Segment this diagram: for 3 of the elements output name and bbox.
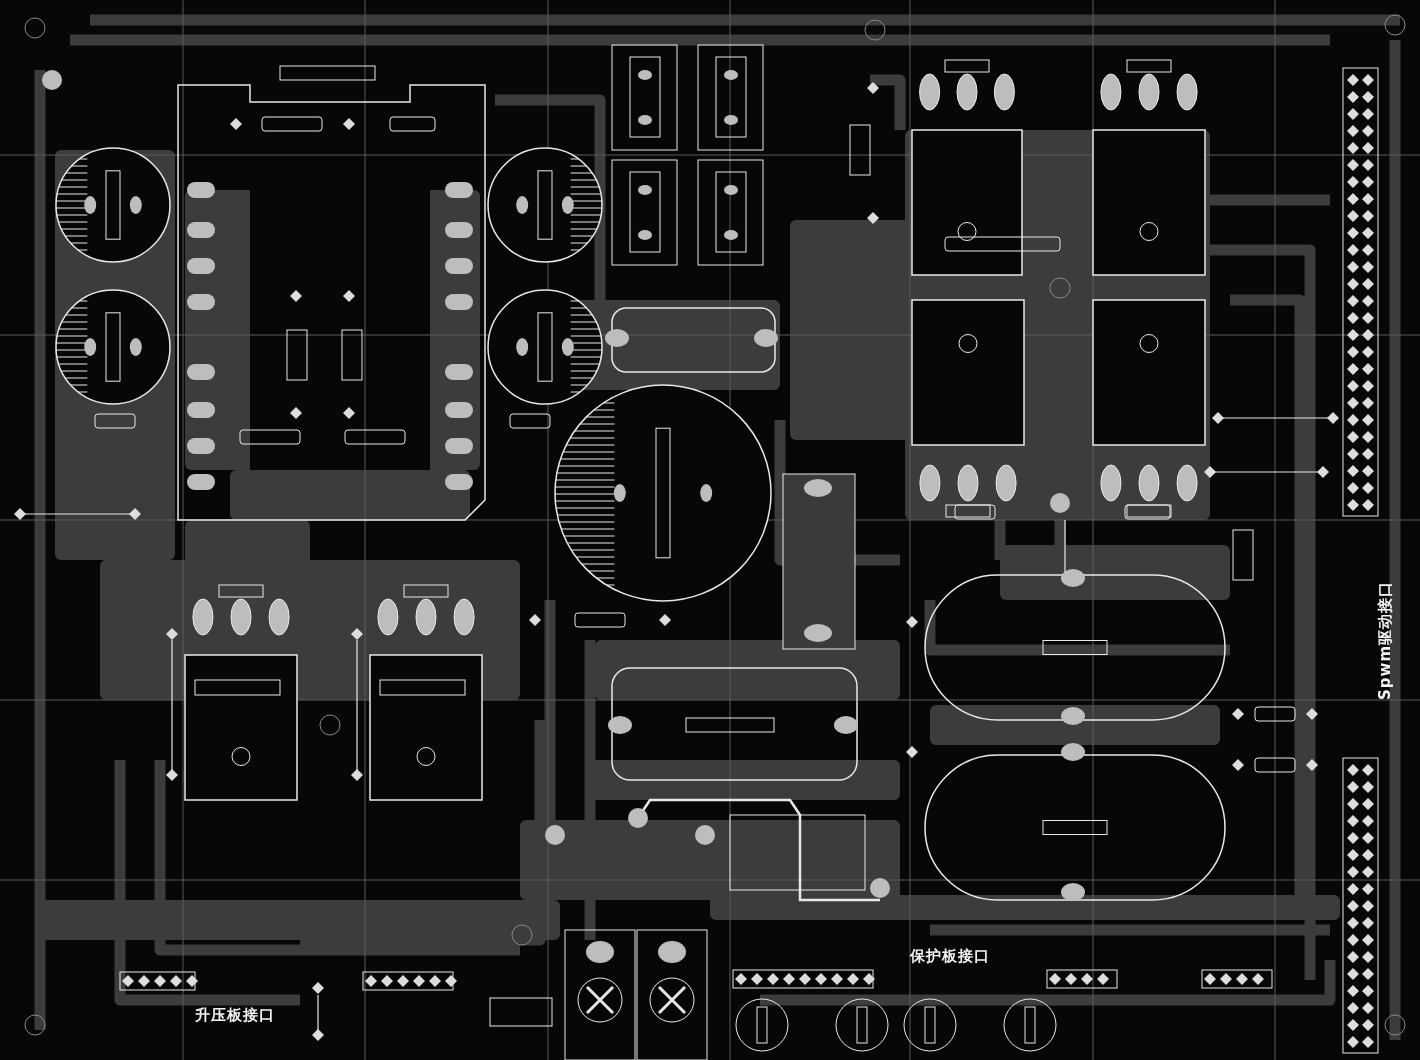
board-label: Spwm驱动接口	[1378, 580, 1393, 700]
board-label: 升压板接口	[195, 1008, 275, 1023]
board-label: 保护板接口	[910, 949, 990, 964]
